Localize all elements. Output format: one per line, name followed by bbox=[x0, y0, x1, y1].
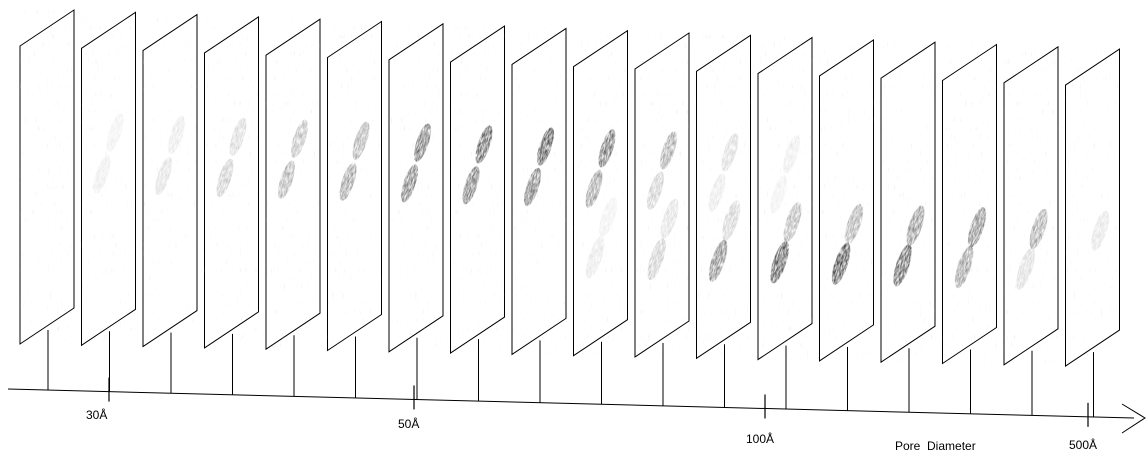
panel-noise bbox=[819, 39, 874, 361]
spot-B bbox=[660, 131, 677, 170]
spot-C bbox=[893, 244, 912, 287]
tick-label-500: 500Å bbox=[1069, 437, 1097, 452]
panel-noise bbox=[696, 35, 751, 359]
axis-group bbox=[7, 388, 1146, 434]
panel-noise bbox=[881, 42, 935, 363]
spot-A bbox=[770, 175, 787, 214]
spot-A bbox=[278, 160, 295, 199]
panel-noise bbox=[327, 21, 382, 351]
panel-14 bbox=[819, 38, 874, 411]
panel-8 bbox=[450, 25, 505, 402]
panel-18 bbox=[1065, 48, 1120, 417]
spot-A bbox=[93, 155, 111, 194]
spot-B bbox=[352, 121, 370, 160]
panel-12 bbox=[696, 34, 751, 408]
spot-B bbox=[598, 129, 616, 168]
panel-noise bbox=[758, 37, 812, 360]
panel-noise bbox=[635, 33, 689, 357]
spot-B bbox=[106, 113, 124, 153]
spot-D bbox=[845, 203, 864, 244]
panel-noise bbox=[389, 23, 443, 352]
spot-A bbox=[401, 164, 418, 203]
panel-15 bbox=[880, 41, 936, 413]
panel-9 bbox=[511, 27, 567, 403]
spot-A bbox=[524, 167, 541, 207]
spot-B bbox=[721, 133, 739, 172]
panel-6 bbox=[327, 20, 382, 398]
panel-noise bbox=[1065, 49, 1120, 367]
spot-C bbox=[770, 241, 789, 284]
spot-D bbox=[783, 202, 802, 243]
panels-group bbox=[19, 9, 1120, 417]
spot-B bbox=[414, 123, 431, 162]
panel-1 bbox=[19, 9, 75, 391]
spot-C bbox=[1016, 247, 1035, 290]
spot-B bbox=[229, 117, 247, 156]
spot-A bbox=[708, 173, 726, 212]
panel-noise bbox=[512, 28, 566, 355]
spot-C bbox=[647, 238, 666, 281]
panel-noise bbox=[266, 19, 320, 350]
tick-label-50: 50Å bbox=[398, 416, 419, 431]
spot-D bbox=[1029, 208, 1048, 250]
panel-13 bbox=[757, 36, 813, 410]
panel-17 bbox=[1003, 45, 1059, 416]
spot-D bbox=[1091, 210, 1110, 251]
spot-C bbox=[708, 239, 728, 282]
spot-D bbox=[722, 200, 741, 241]
spot-D bbox=[906, 205, 925, 246]
spot-D bbox=[599, 196, 618, 238]
panel-noise bbox=[20, 10, 74, 344]
panel-noise bbox=[450, 26, 505, 354]
tick-label-100: 100Å bbox=[746, 431, 774, 446]
panel-7 bbox=[388, 22, 444, 400]
panel-4 bbox=[204, 15, 259, 395]
panel-noise bbox=[573, 30, 628, 356]
spot-D bbox=[660, 198, 679, 239]
spot-A bbox=[155, 156, 172, 196]
spot-D bbox=[968, 207, 987, 248]
panel-3 bbox=[142, 13, 198, 394]
axis-arrowhead bbox=[1121, 403, 1146, 434]
spot-A bbox=[585, 169, 603, 208]
panel-noise bbox=[204, 16, 259, 348]
spot-A bbox=[647, 171, 664, 210]
spot-A bbox=[216, 158, 234, 197]
panel-16 bbox=[942, 43, 997, 414]
spot-C bbox=[585, 236, 605, 279]
ticks-group bbox=[47, 377, 1094, 427]
spot-B bbox=[475, 125, 493, 164]
panel-noise bbox=[81, 12, 136, 346]
spot-C bbox=[954, 246, 974, 289]
panel-5 bbox=[265, 18, 321, 397]
spot-A bbox=[462, 166, 480, 205]
panel-noise bbox=[1004, 46, 1058, 365]
axis-title: Pore Diameter bbox=[895, 439, 976, 453]
spot-C bbox=[831, 242, 851, 285]
panel-11 bbox=[634, 32, 690, 406]
spot-B bbox=[168, 115, 185, 154]
panel-noise bbox=[143, 14, 197, 347]
spot-B bbox=[783, 135, 800, 174]
axis-line bbox=[7, 388, 1135, 419]
tick-label-30: 30Å bbox=[86, 407, 107, 422]
panel-10 bbox=[573, 29, 628, 405]
spot-B bbox=[537, 127, 554, 166]
spot-B bbox=[291, 119, 308, 158]
spot-A bbox=[339, 162, 357, 201]
panel-noise bbox=[942, 44, 997, 364]
panel-2 bbox=[81, 11, 136, 392]
